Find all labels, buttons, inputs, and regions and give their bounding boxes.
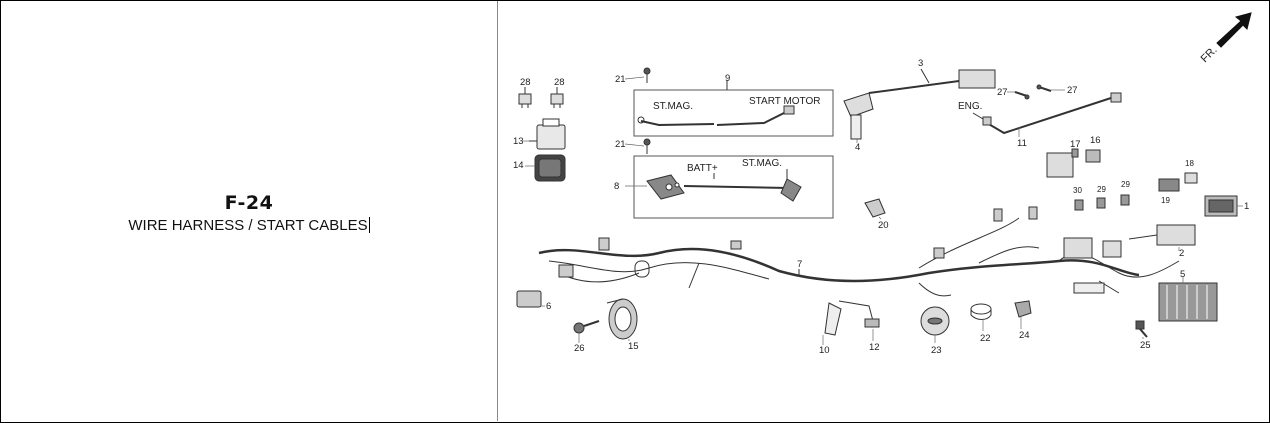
spark-plug-cap-icon [843, 92, 874, 140]
text-cursor [368, 217, 370, 233]
part-number: 12 [869, 342, 880, 353]
cable-clip-icon [1014, 300, 1032, 318]
sensor-icon [838, 300, 880, 328]
part-number: 17 [1070, 139, 1081, 150]
part-number: 11 [1017, 138, 1027, 149]
callout-batt: BATT+ [687, 163, 718, 174]
bolt-icon [1014, 84, 1052, 100]
leader-lines [523, 76, 1243, 345]
part-number: 1 [1244, 201, 1249, 212]
part-number: 8 [614, 181, 619, 192]
fuse-icon [518, 87, 564, 108]
part-number: 5 [1180, 269, 1185, 280]
part-number: 18 [1185, 159, 1194, 168]
part-number: 2 [1179, 248, 1184, 259]
section-title[interactable]: WIRE HARNESS / START CABLES [1, 217, 497, 234]
rubber-boot-icon [824, 302, 842, 336]
part-number: 29 [1097, 185, 1106, 194]
fuse-holder-icon [1158, 172, 1198, 192]
grommet-icon [920, 306, 950, 336]
regulator-rectifier-icon [1158, 282, 1218, 322]
bolt-icon [573, 320, 600, 334]
battery-cable-box [633, 155, 834, 219]
part-number: 21 [615, 74, 626, 85]
part-number: 27 [1067, 85, 1078, 96]
part-number: 15 [628, 341, 639, 352]
part-number: 23 [931, 345, 942, 356]
wire-band-icon [970, 303, 992, 320]
callout-start-motor: START MOTOR [749, 96, 821, 107]
part-number: 25 [1140, 340, 1151, 351]
part-number: 6 [546, 301, 551, 312]
part-number: 3 [918, 58, 923, 69]
fuse-icon [1074, 194, 1130, 211]
starter-relay-icon [529, 118, 566, 150]
part-number: 13 [513, 136, 524, 147]
section-header-panel: F-24 WIRE HARNESS / START CABLES [1, 1, 497, 421]
front-direction-arrow-icon [1216, 12, 1252, 48]
main-wire-harness-icon [538, 206, 1180, 297]
connector-icon [1085, 149, 1101, 163]
part-number: 30 [1073, 186, 1082, 195]
part-number: 21 [615, 139, 626, 150]
part-number: 24 [1019, 330, 1030, 341]
fuse-box-icon [1204, 195, 1238, 217]
start-cable-icon [637, 80, 795, 127]
callout-eng: ENG. [958, 101, 982, 112]
connector-icon [516, 290, 542, 308]
part-number: 14 [513, 160, 524, 171]
bolt-icon [643, 67, 651, 154]
part-number: 9 [725, 73, 730, 84]
part-number: 20 [878, 220, 889, 231]
part-number: 28 [520, 77, 531, 88]
part-number: 26 [574, 343, 585, 354]
part-number: 27 [997, 87, 1008, 98]
part-number: 22 [980, 333, 991, 344]
section-title-text: WIRE HARNESS / START CABLES [128, 217, 368, 234]
part-number: 7 [797, 259, 802, 270]
callout-st-mag: ST.MAG. [742, 158, 782, 169]
turn-signal-relay-icon [1046, 148, 1079, 178]
bolt-icon [1135, 320, 1148, 338]
battery-cable-icon [646, 169, 802, 202]
callout-st-mag: ST.MAG. [653, 101, 693, 112]
part-number: 10 [819, 345, 830, 356]
wire-clamp-icon [864, 198, 886, 218]
parts-diagram: FR. [499, 3, 1267, 419]
ignition-coil-icon [868, 68, 996, 94]
part-number: 19 [1161, 196, 1170, 205]
horn-icon [606, 298, 638, 340]
relay-cover-icon [534, 154, 566, 182]
ignition-control-module-icon [1128, 224, 1196, 246]
part-number-labels: 1 2 3 4 5 6 7 8 9 10 11 12 13 14 15 16 1… [513, 58, 1249, 356]
part-number: 28 [554, 77, 565, 88]
engine-ground-cable-icon [972, 92, 1122, 135]
direction-label: FR. [1199, 44, 1220, 65]
section-code: F-24 [224, 192, 274, 214]
part-number: 4 [855, 142, 860, 153]
part-number: 29 [1121, 180, 1130, 189]
part-number: 16 [1090, 135, 1101, 146]
start-cable-box [633, 89, 834, 137]
panel-divider [497, 1, 498, 421]
